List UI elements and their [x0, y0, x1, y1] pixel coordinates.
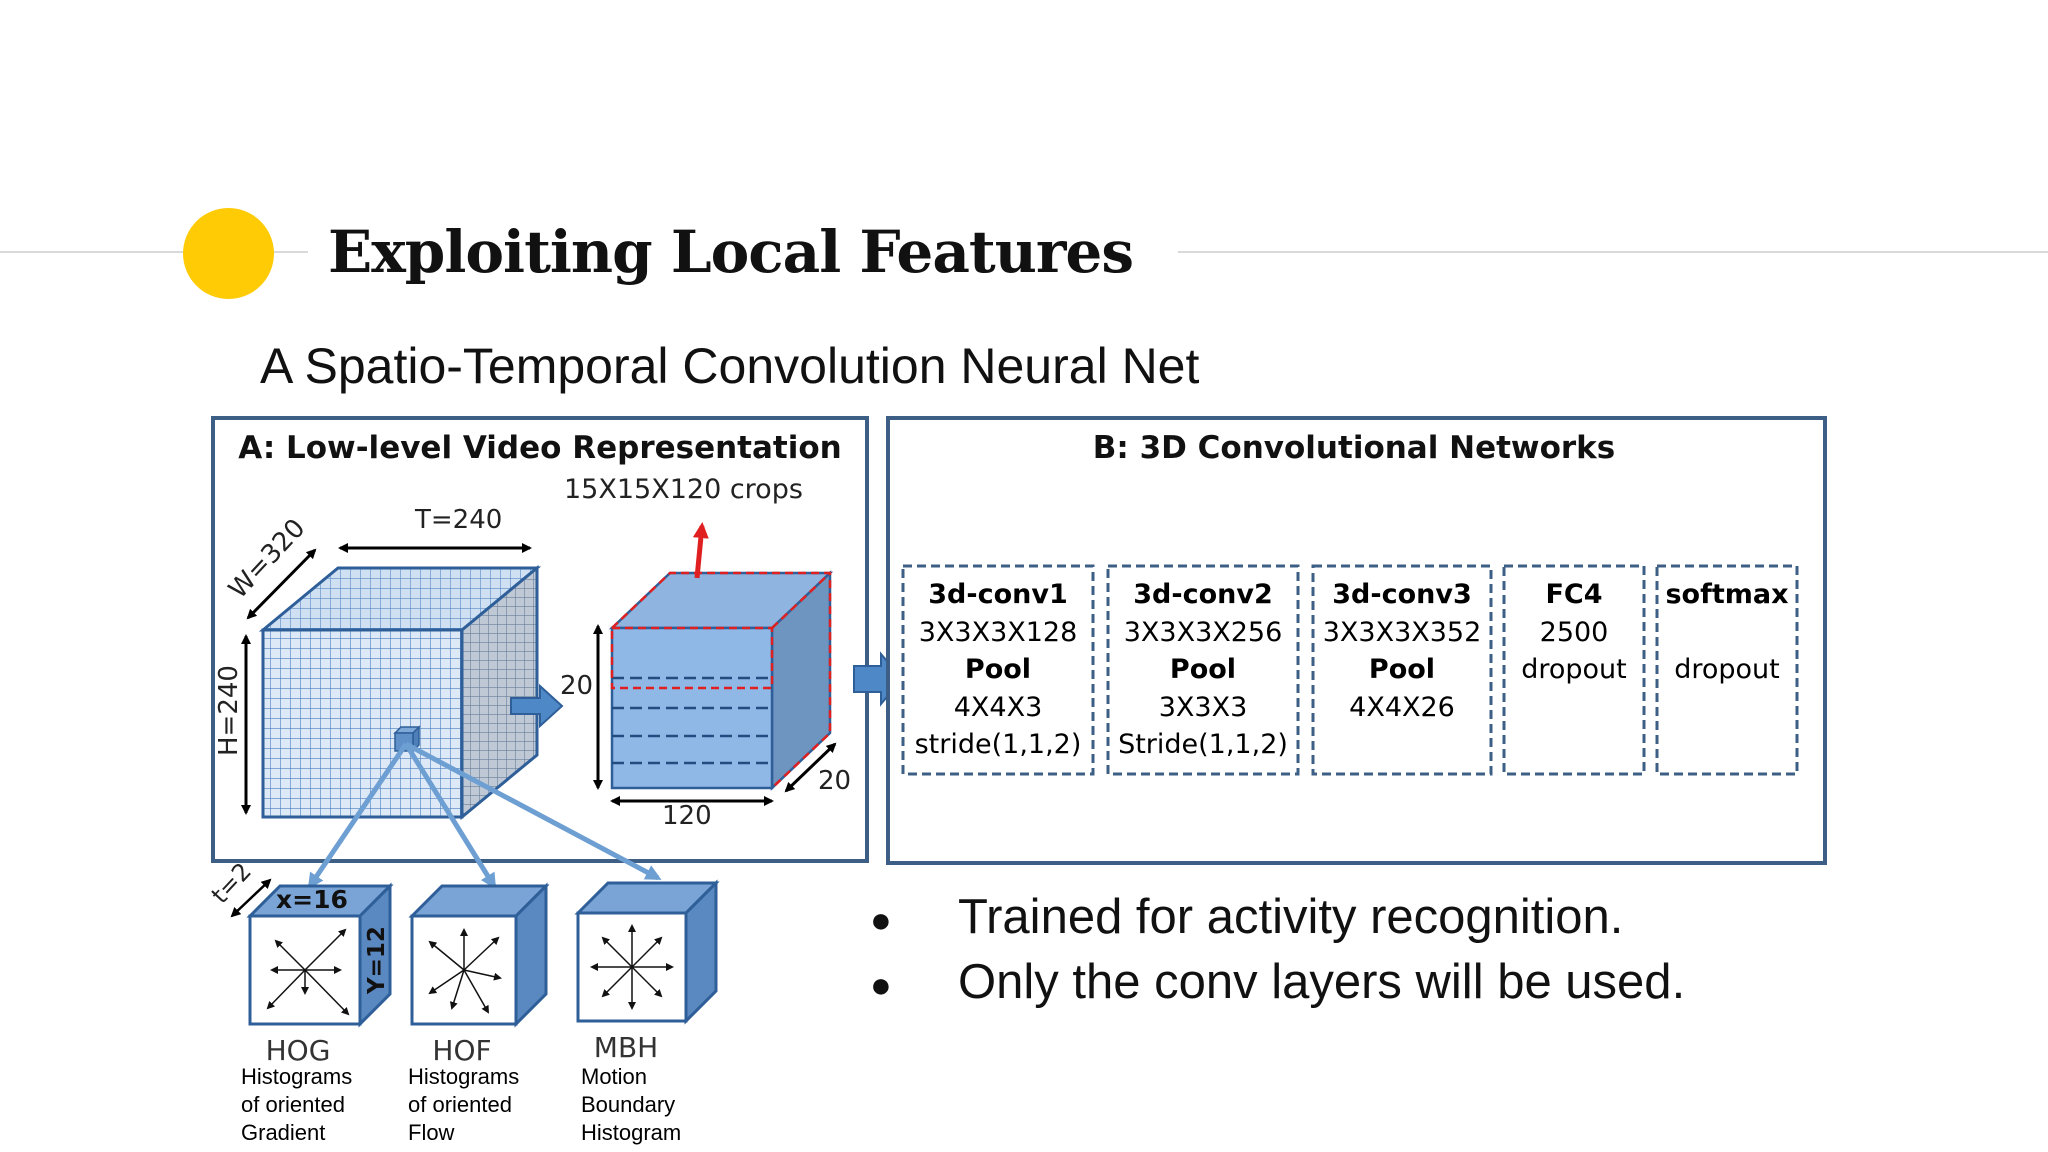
bullet-item: ● Trained for activity recognition.	[870, 886, 1685, 951]
hog-desc-line-2: of oriented	[241, 1092, 345, 1117]
hof-desc-line-3: Flow	[408, 1120, 455, 1145]
patch-to-mbh-arrow	[404, 741, 662, 881]
hog-x-label: x=16	[276, 885, 348, 914]
bullet-text: Only the conv layers will be used.	[958, 955, 1686, 1010]
hog-description: Histograms of oriented Gradient	[241, 1063, 352, 1147]
conv-block-3-line-2: 3X3X3X352	[1323, 617, 1482, 648]
fc4-block-line-3: dropout	[1521, 654, 1627, 685]
conv-block-1-line-5: stride(1,1,2)	[915, 729, 1082, 760]
h-dimension-label: H=240	[214, 665, 244, 756]
t-dimension-label: T=240	[414, 505, 502, 535]
conv-block-1-line-2: 3X3X3X128	[919, 617, 1078, 648]
softmax-block-line-3: dropout	[1674, 654, 1780, 685]
conv-block-1-line-1: 3d-conv1	[928, 579, 1067, 610]
hof-desc-line-1: Histograms	[408, 1064, 520, 1089]
video-volume	[258, 564, 542, 821]
crop-depth-label: 20	[818, 766, 851, 796]
conv-block-2-line-5: Stride(1,1,2)	[1118, 729, 1288, 760]
hog-cube	[246, 882, 394, 1028]
conv-block-1-line-3: Pool	[965, 654, 1031, 685]
panel-a-title: A: Low-level Video Representation	[238, 430, 842, 466]
crop-width-label: 120	[662, 801, 712, 831]
conv-block-2: 3d-conv2 3X3X3X256 Pool 3X3X3 Stride(1,1…	[1106, 564, 1300, 776]
bullet-item: ● Only the conv layers will be used.	[870, 951, 1685, 1016]
hog-desc-line-3: Gradient	[241, 1120, 326, 1145]
conv-block-3-line-3: Pool	[1369, 654, 1435, 685]
w-dimension-arrow	[246, 548, 317, 620]
crops-label: 15X15X120 crops	[564, 474, 803, 505]
panel-b-title: B: 3D Convolutional Networks	[1093, 430, 1615, 466]
conv-block-3: 3d-conv3 3X3X3X352 Pool 4X4X26	[1311, 564, 1493, 776]
conv-block-2-line-2: 3X3X3X256	[1124, 617, 1283, 648]
fc4-block-line-2: 2500	[1540, 617, 1609, 648]
slide-subtitle: A Spatio-Temporal Convolution Neural Net	[260, 338, 1200, 394]
conv-block-3-line-4: 4X4X26	[1349, 692, 1455, 723]
mbh-description: Motion Boundary Histogram	[581, 1063, 681, 1147]
architecture-diagram: A: Low-level Video Representation T=240 …	[206, 416, 1827, 1067]
conv-block-1-line-4: 4X4X3	[954, 692, 1043, 723]
patch-to-hof-arrow	[403, 742, 497, 890]
hof-desc-line-2: of oriented	[408, 1092, 512, 1117]
hog-y-label: Y=12	[364, 926, 390, 995]
patch-to-hog-arrow	[307, 742, 409, 890]
bullet-marker: ●	[870, 899, 892, 941]
title-rule-left	[0, 251, 308, 253]
mbh-desc-line-3: Histogram	[581, 1120, 682, 1145]
mbh-desc-line-1: Motion	[581, 1064, 648, 1089]
fc4-block-line-1: FC4	[1545, 579, 1602, 610]
crop-depth-arrow	[784, 742, 837, 793]
bullet-marker: ●	[870, 964, 892, 1006]
slide-title: Exploiting Local Features	[328, 218, 1134, 286]
title-accent-dot	[183, 208, 274, 299]
hof-name: HOF	[432, 1034, 491, 1067]
bullet-list: ● Trained for activity recognition. ● Only…	[870, 886, 1685, 1016]
mbh-cube	[574, 879, 720, 1025]
crop-extract-arrow	[692, 522, 709, 579]
conv-block-2-line-3: Pool	[1170, 654, 1236, 685]
softmax-block-line-1: softmax	[1665, 579, 1788, 610]
conv-block-2-line-4: 3X3X3	[1159, 692, 1248, 723]
fc4-block: FC4 2500 dropout	[1502, 564, 1646, 776]
bullet-text: Trained for activity recognition.	[958, 890, 1624, 944]
hog-name: HOG	[266, 1034, 331, 1067]
softmax-block: softmax dropout	[1655, 564, 1799, 776]
t2-dimension-arrow	[230, 878, 272, 918]
hof-cube	[408, 882, 550, 1028]
mbh-desc-line-2: Boundary	[581, 1092, 676, 1117]
title-rule-right	[1178, 251, 2048, 253]
conv-block-3-line-1: 3d-conv3	[1332, 579, 1471, 610]
conv-block-2-line-1: 3d-conv2	[1133, 579, 1272, 610]
arrow-volume-to-crop	[510, 683, 564, 729]
hof-description: Histograms of oriented Flow	[408, 1063, 519, 1147]
mbh-name: MBH	[594, 1031, 658, 1064]
hog-desc-line-1: Histograms	[241, 1064, 353, 1089]
crop-height-label: 20	[560, 671, 593, 701]
crop-volume	[608, 570, 834, 791]
conv-block-1: 3d-conv1 3X3X3X128 Pool 4X4X3 stride(1,1…	[901, 564, 1095, 776]
